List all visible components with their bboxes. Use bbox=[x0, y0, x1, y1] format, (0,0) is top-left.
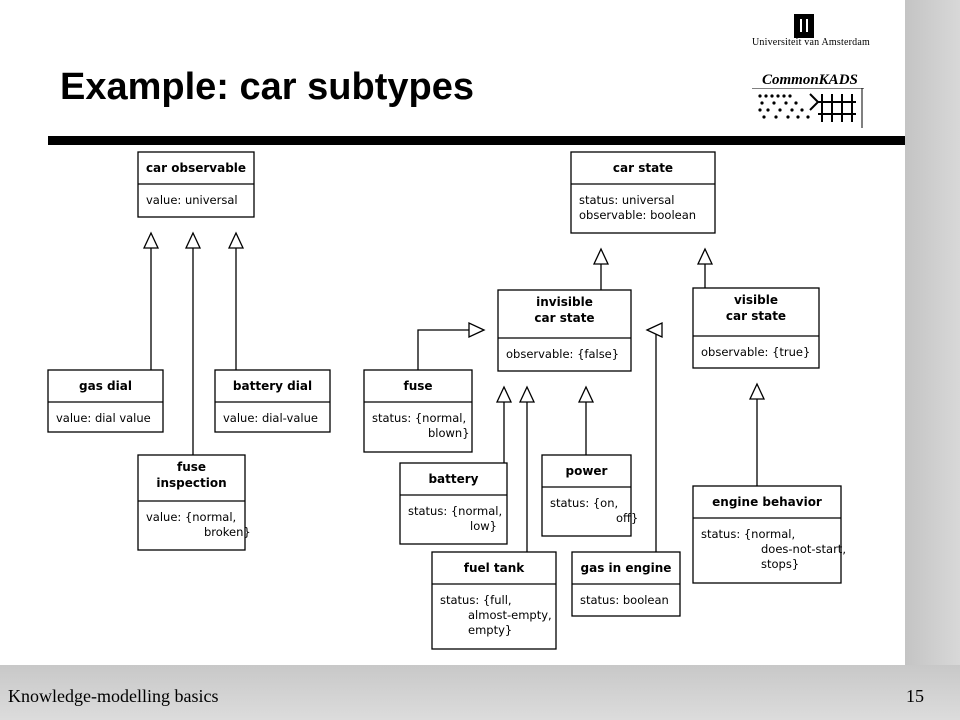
class-box-car-observable: car observable value: universal bbox=[137, 151, 255, 218]
class-name: engine behavior bbox=[712, 495, 822, 509]
class-box-visible-car-state: visible car state observable: {true} bbox=[692, 287, 820, 369]
generalization-arrow bbox=[227, 231, 245, 370]
class-box-battery: battery status: {normal,low} bbox=[399, 462, 508, 545]
generalization-arrow bbox=[142, 231, 160, 370]
class-attribute: value: dial-value bbox=[223, 411, 318, 425]
class-attribute: value: {normal, bbox=[146, 510, 236, 524]
class-attribute: observable: {false} bbox=[506, 347, 619, 361]
class-name: visible bbox=[734, 293, 778, 307]
class-attribute: does-not-start, bbox=[761, 542, 846, 556]
class-box-gas-dial: gas dial value: dial value bbox=[47, 369, 164, 433]
generalization-arrow bbox=[748, 382, 766, 486]
class-name: gas in engine bbox=[581, 561, 672, 575]
class-box-engine-behavior: engine behavior status: {normal,does-not-… bbox=[692, 485, 846, 584]
class-attribute: status: boolean bbox=[580, 593, 669, 607]
commonkads-logo-text: CommonKADS bbox=[762, 72, 858, 88]
class-name: gas dial bbox=[79, 379, 132, 393]
class-box-battery-dial: battery dial value: dial-value bbox=[214, 369, 331, 433]
class-attribute: blown} bbox=[428, 426, 470, 440]
class-attribute: status: {normal, bbox=[408, 504, 502, 518]
generalization-arrow bbox=[184, 231, 202, 455]
class-attribute: status: {normal, bbox=[701, 527, 795, 541]
class-attribute: observable: {true} bbox=[701, 345, 810, 359]
class-name: battery bbox=[428, 472, 478, 486]
class-attribute: value: dial value bbox=[56, 411, 151, 425]
university-logo-text: Universiteit van Amsterdam bbox=[752, 37, 870, 48]
class-attribute: off} bbox=[616, 511, 638, 525]
class-attribute: stops} bbox=[761, 557, 799, 571]
class-attribute: empty} bbox=[468, 623, 512, 637]
footer-course-title: Knowledge-modelling basics bbox=[8, 686, 219, 706]
class-box-invisible-car-state: invisible car state observable: {false} bbox=[497, 289, 632, 372]
class-name: fuse bbox=[403, 379, 432, 393]
class-attribute: observable: boolean bbox=[579, 208, 696, 222]
class-name: invisible bbox=[536, 295, 593, 309]
slide-title: Example: car subtypes bbox=[60, 66, 474, 108]
class-box-fuse: fuse status: {normal,blown} bbox=[363, 369, 473, 453]
university-seal-icon bbox=[794, 14, 814, 38]
generalization-arrow bbox=[577, 385, 595, 455]
class-box-fuse-inspection: fuse inspection value: {normal,broken} bbox=[137, 454, 251, 551]
class-name: car state bbox=[613, 161, 673, 175]
class-attribute: almost-empty, bbox=[468, 608, 552, 622]
bottom-border-band bbox=[0, 665, 960, 720]
generalization-arrow bbox=[417, 321, 486, 370]
class-attribute: status: {full, bbox=[440, 593, 512, 607]
class-diagram: car observable value: universal gas dial va… bbox=[47, 151, 846, 650]
class-attribute: broken} bbox=[204, 525, 251, 539]
generalization-arrow bbox=[495, 385, 513, 463]
class-attribute: value: universal bbox=[146, 193, 238, 207]
class-name: fuse bbox=[177, 460, 206, 474]
class-name: battery dial bbox=[233, 379, 312, 393]
commonkads-logo-icon bbox=[752, 88, 864, 128]
generalization-arrow bbox=[592, 247, 610, 290]
class-box-gas-in-engine: gas in engine status: boolean bbox=[571, 551, 681, 617]
class-attribute: low} bbox=[470, 519, 497, 533]
class-name: car observable bbox=[146, 161, 246, 175]
title-rule bbox=[48, 136, 905, 145]
class-name: inspection bbox=[156, 476, 226, 490]
class-attribute: status: {normal, bbox=[372, 411, 466, 425]
class-name: car state bbox=[726, 309, 786, 323]
right-border-band bbox=[905, 0, 960, 720]
generalization-arrow bbox=[696, 247, 714, 288]
generalization-arrow bbox=[645, 321, 663, 552]
page-number: 15 bbox=[906, 686, 924, 706]
class-name: fuel tank bbox=[464, 561, 526, 575]
class-attribute: status: universal bbox=[579, 193, 674, 207]
class-box-power: power status: {on,off} bbox=[541, 454, 638, 537]
class-box-fuel-tank: fuel tank status: {full,almost-empty,empt… bbox=[431, 551, 557, 650]
class-name: power bbox=[566, 464, 608, 478]
class-name: car state bbox=[534, 311, 594, 325]
class-attribute: status: {on, bbox=[550, 496, 618, 510]
generalization-arrow bbox=[518, 385, 536, 552]
